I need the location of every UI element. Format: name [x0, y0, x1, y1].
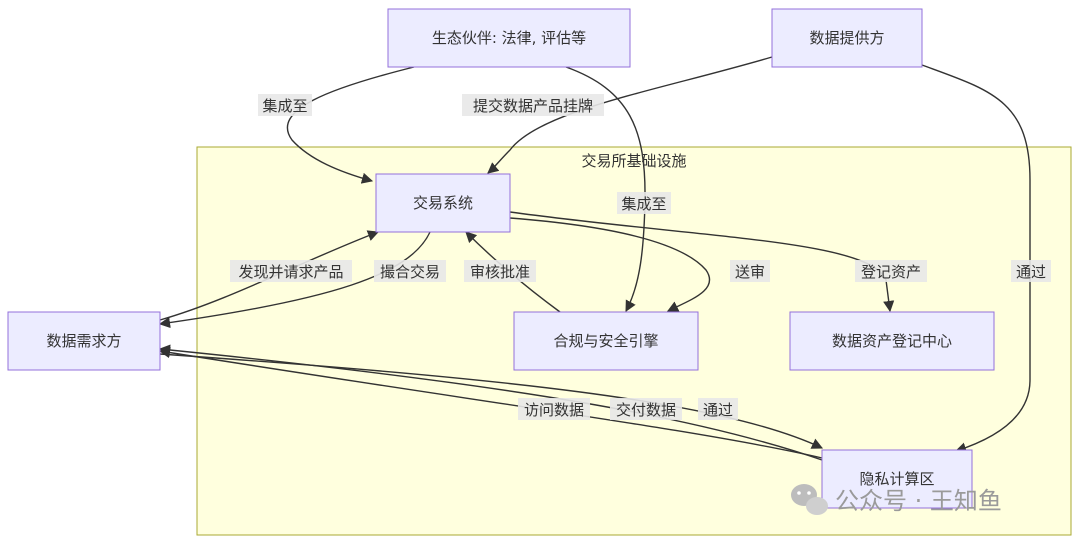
svg-text:数据需求方: 数据需求方 [46, 332, 121, 350]
label-compliance-trade: 审核批准 [464, 260, 536, 282]
node-trading-system[interactable]: 交易系统 [375, 173, 511, 233]
svg-text:集成至: 集成至 [262, 97, 307, 115]
label-partner-compliance: 集成至 [617, 192, 671, 214]
node-asset-registry[interactable]: 数据资产登记中心 [789, 311, 995, 371]
svg-text:通过: 通过 [1016, 263, 1046, 281]
edge-demand-to-privacy [159, 353, 824, 449]
edge-provider-to-privacy [921, 64, 1031, 454]
svg-text:登记资产: 登记资产 [861, 263, 921, 281]
label-demand-privacy: 通过 [698, 398, 738, 420]
label-partner-trade: 集成至 [258, 94, 312, 116]
svg-text:送审: 送审 [735, 263, 765, 281]
svg-text:数据提供方: 数据提供方 [809, 29, 884, 47]
node-data-provider[interactable]: 数据提供方 [771, 8, 923, 68]
label-provider-trade: 提交数据产品挂牌 [462, 94, 604, 116]
svg-text:审核批准: 审核批准 [470, 263, 530, 281]
edge-trade-to-demand [158, 231, 431, 329]
node-ecosystem-partner[interactable]: 生态伙伴: 法律, 评估等 [387, 8, 631, 68]
svg-text:集成至: 集成至 [621, 195, 666, 213]
watermark: 公众号 · 王知鱼 [791, 484, 1002, 515]
label-trade-registry: 登记资产 [855, 260, 927, 282]
label-privacy-demand-access: 访问数据 [518, 398, 590, 420]
label-provider-privacy: 通过 [1011, 260, 1051, 282]
label-trade-demand: 撮合交易 [374, 260, 446, 282]
label-trade-compliance: 送审 [730, 260, 770, 282]
svg-text:生态伙伴: 法律, 评估等: 生态伙伴: 法律, 评估等 [432, 29, 586, 47]
edge-provider-to-trade [487, 56, 773, 174]
edge-partner-to-trade [286, 66, 415, 184]
svg-text:提交数据产品挂牌: 提交数据产品挂牌 [473, 97, 593, 115]
watermark-text: 公众号 · 王知鱼 [835, 487, 1002, 515]
edge-labels: 集成至 提交数据产品挂牌 集成至 发现并请求产品 撮合交易 审核批准 送审 登 [230, 94, 1051, 420]
svg-text:交付数据: 交付数据 [616, 401, 676, 419]
node-data-demand[interactable]: 数据需求方 [7, 311, 161, 371]
label-demand-trade: 发现并请求产品 [230, 260, 352, 282]
svg-text:交易系统: 交易系统 [413, 194, 473, 212]
edge-trade-to-compliance [509, 217, 711, 312]
wechat-icon [791, 484, 828, 515]
label-privacy-demand-deliver: 交付数据 [610, 398, 682, 420]
svg-text:隐私计算区: 隐私计算区 [859, 470, 934, 488]
svg-text:访问数据: 访问数据 [524, 401, 584, 419]
node-compliance-engine[interactable]: 合规与安全引擎 [513, 311, 699, 371]
node-privacy-computing[interactable]: 隐私计算区 [821, 449, 973, 509]
svg-text:合规与安全引擎: 合规与安全引擎 [553, 332, 658, 350]
svg-text:通过: 通过 [703, 401, 733, 419]
svg-text:发现并请求产品: 发现并请求产品 [238, 263, 343, 281]
svg-text:数据资产登记中心: 数据资产登记中心 [832, 332, 952, 350]
svg-text:撮合交易: 撮合交易 [380, 263, 440, 281]
cluster-label: 交易所基础设施 [581, 152, 686, 170]
